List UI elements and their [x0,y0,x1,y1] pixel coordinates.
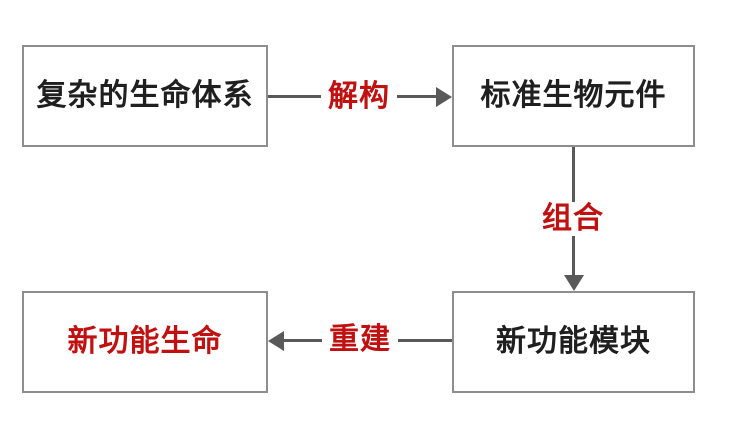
arrowhead-down-icon [563,275,584,291]
arrow-label-rebuild: 重建 [322,323,398,357]
box-functional-module: 新功能模块 [452,291,695,393]
box-standard-bio-parts-label: 标准生物元件 [480,79,667,112]
arrow-label-combine: 组合 [535,202,611,236]
arrow-label-deconstruct: 解构 [321,80,397,114]
box-functional-module-label: 新功能模块 [496,325,651,358]
box-standard-bio-parts: 标准生物元件 [452,45,695,147]
box-new-function-life: 新功能生命 [22,291,268,393]
box-complex-life-system-label: 复杂的生命体系 [36,79,254,112]
box-complex-life-system: 复杂的生命体系 [22,45,268,147]
box-new-function-life-label: 新功能生命 [67,325,223,358]
arrowhead-right-icon [436,87,452,107]
arrowhead-left-icon [268,330,284,351]
